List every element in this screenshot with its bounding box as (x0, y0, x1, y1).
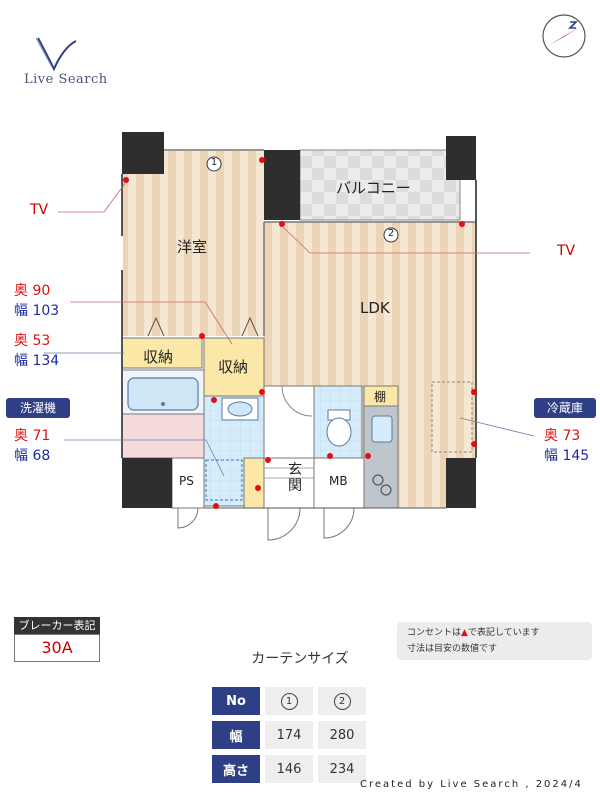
outlet-legend-icon: ▲ (461, 628, 468, 638)
live-search-logo (35, 37, 77, 72)
bed-storage-dims: 奥 90 幅 103 (14, 283, 60, 319)
window-marker-2: 2 (387, 228, 395, 239)
curtain-header-label: No (212, 687, 260, 715)
label-ps: PS (179, 474, 194, 488)
curtain-col-2: 2 (333, 692, 351, 710)
fridge-space (431, 381, 473, 453)
credit-text: Created by Live Search , 2024/4 (360, 779, 583, 790)
curtain-title: カーテンサイズ (251, 651, 349, 667)
curtain-cell: 146 (265, 755, 313, 783)
washer-space (205, 459, 243, 501)
curtain-cell: 174 (265, 721, 313, 749)
fridge-badge: 冷蔵庫 (534, 398, 596, 418)
label-storage-2: 収納 (218, 358, 249, 376)
logo-text: Live Search (24, 72, 108, 87)
storage-2 (203, 337, 265, 397)
washer-badge: 洗濯機 (6, 398, 70, 418)
bathtub-icon (127, 377, 199, 411)
tv-label-right: TV (557, 243, 576, 259)
label-entrance: 玄関 (288, 462, 302, 494)
floor-plan (44, 132, 535, 541)
label-shelf: 棚 (374, 390, 387, 404)
curtain-row-label: 幅 (212, 721, 260, 749)
curtain-row-label: 高さ (212, 755, 260, 783)
western-room (122, 150, 264, 336)
tv-label-left: TV (30, 202, 49, 218)
label-ldk: LDK (360, 299, 390, 317)
curtain-cell: 234 (318, 755, 366, 783)
table-row: No 1 2 (212, 687, 366, 715)
storage-dims: 奥 53 幅 134 (14, 333, 60, 369)
label-western-room: 洋室 (177, 238, 208, 256)
outlet-markers (123, 157, 477, 509)
curtain-table: No 1 2 幅 174 280 高さ 146 234 (212, 681, 366, 789)
fridge-dims: 奥 73 幅 145 (544, 428, 590, 464)
label-mb: MB (329, 474, 348, 488)
compass-icon (542, 14, 586, 58)
balcony (299, 149, 461, 221)
curtain-cell: 280 (318, 721, 366, 749)
table-row: 高さ 146 234 (212, 755, 366, 783)
washer-dims: 奥 71 幅 68 (14, 428, 51, 464)
label-storage-1: 収納 (143, 348, 174, 366)
label-balcony: バルコニー (336, 179, 411, 197)
breaker-label: ブレーカー表記 (14, 617, 100, 634)
window-marker-1: 1 (210, 157, 218, 168)
table-row: 幅 174 280 (212, 721, 366, 749)
note-box: コンセントは▲で表記しています 寸法は目安の数値です (397, 622, 592, 660)
shelf (363, 385, 399, 407)
curtain-col-1: 1 (280, 692, 298, 710)
breaker-value: 30A (14, 634, 100, 662)
